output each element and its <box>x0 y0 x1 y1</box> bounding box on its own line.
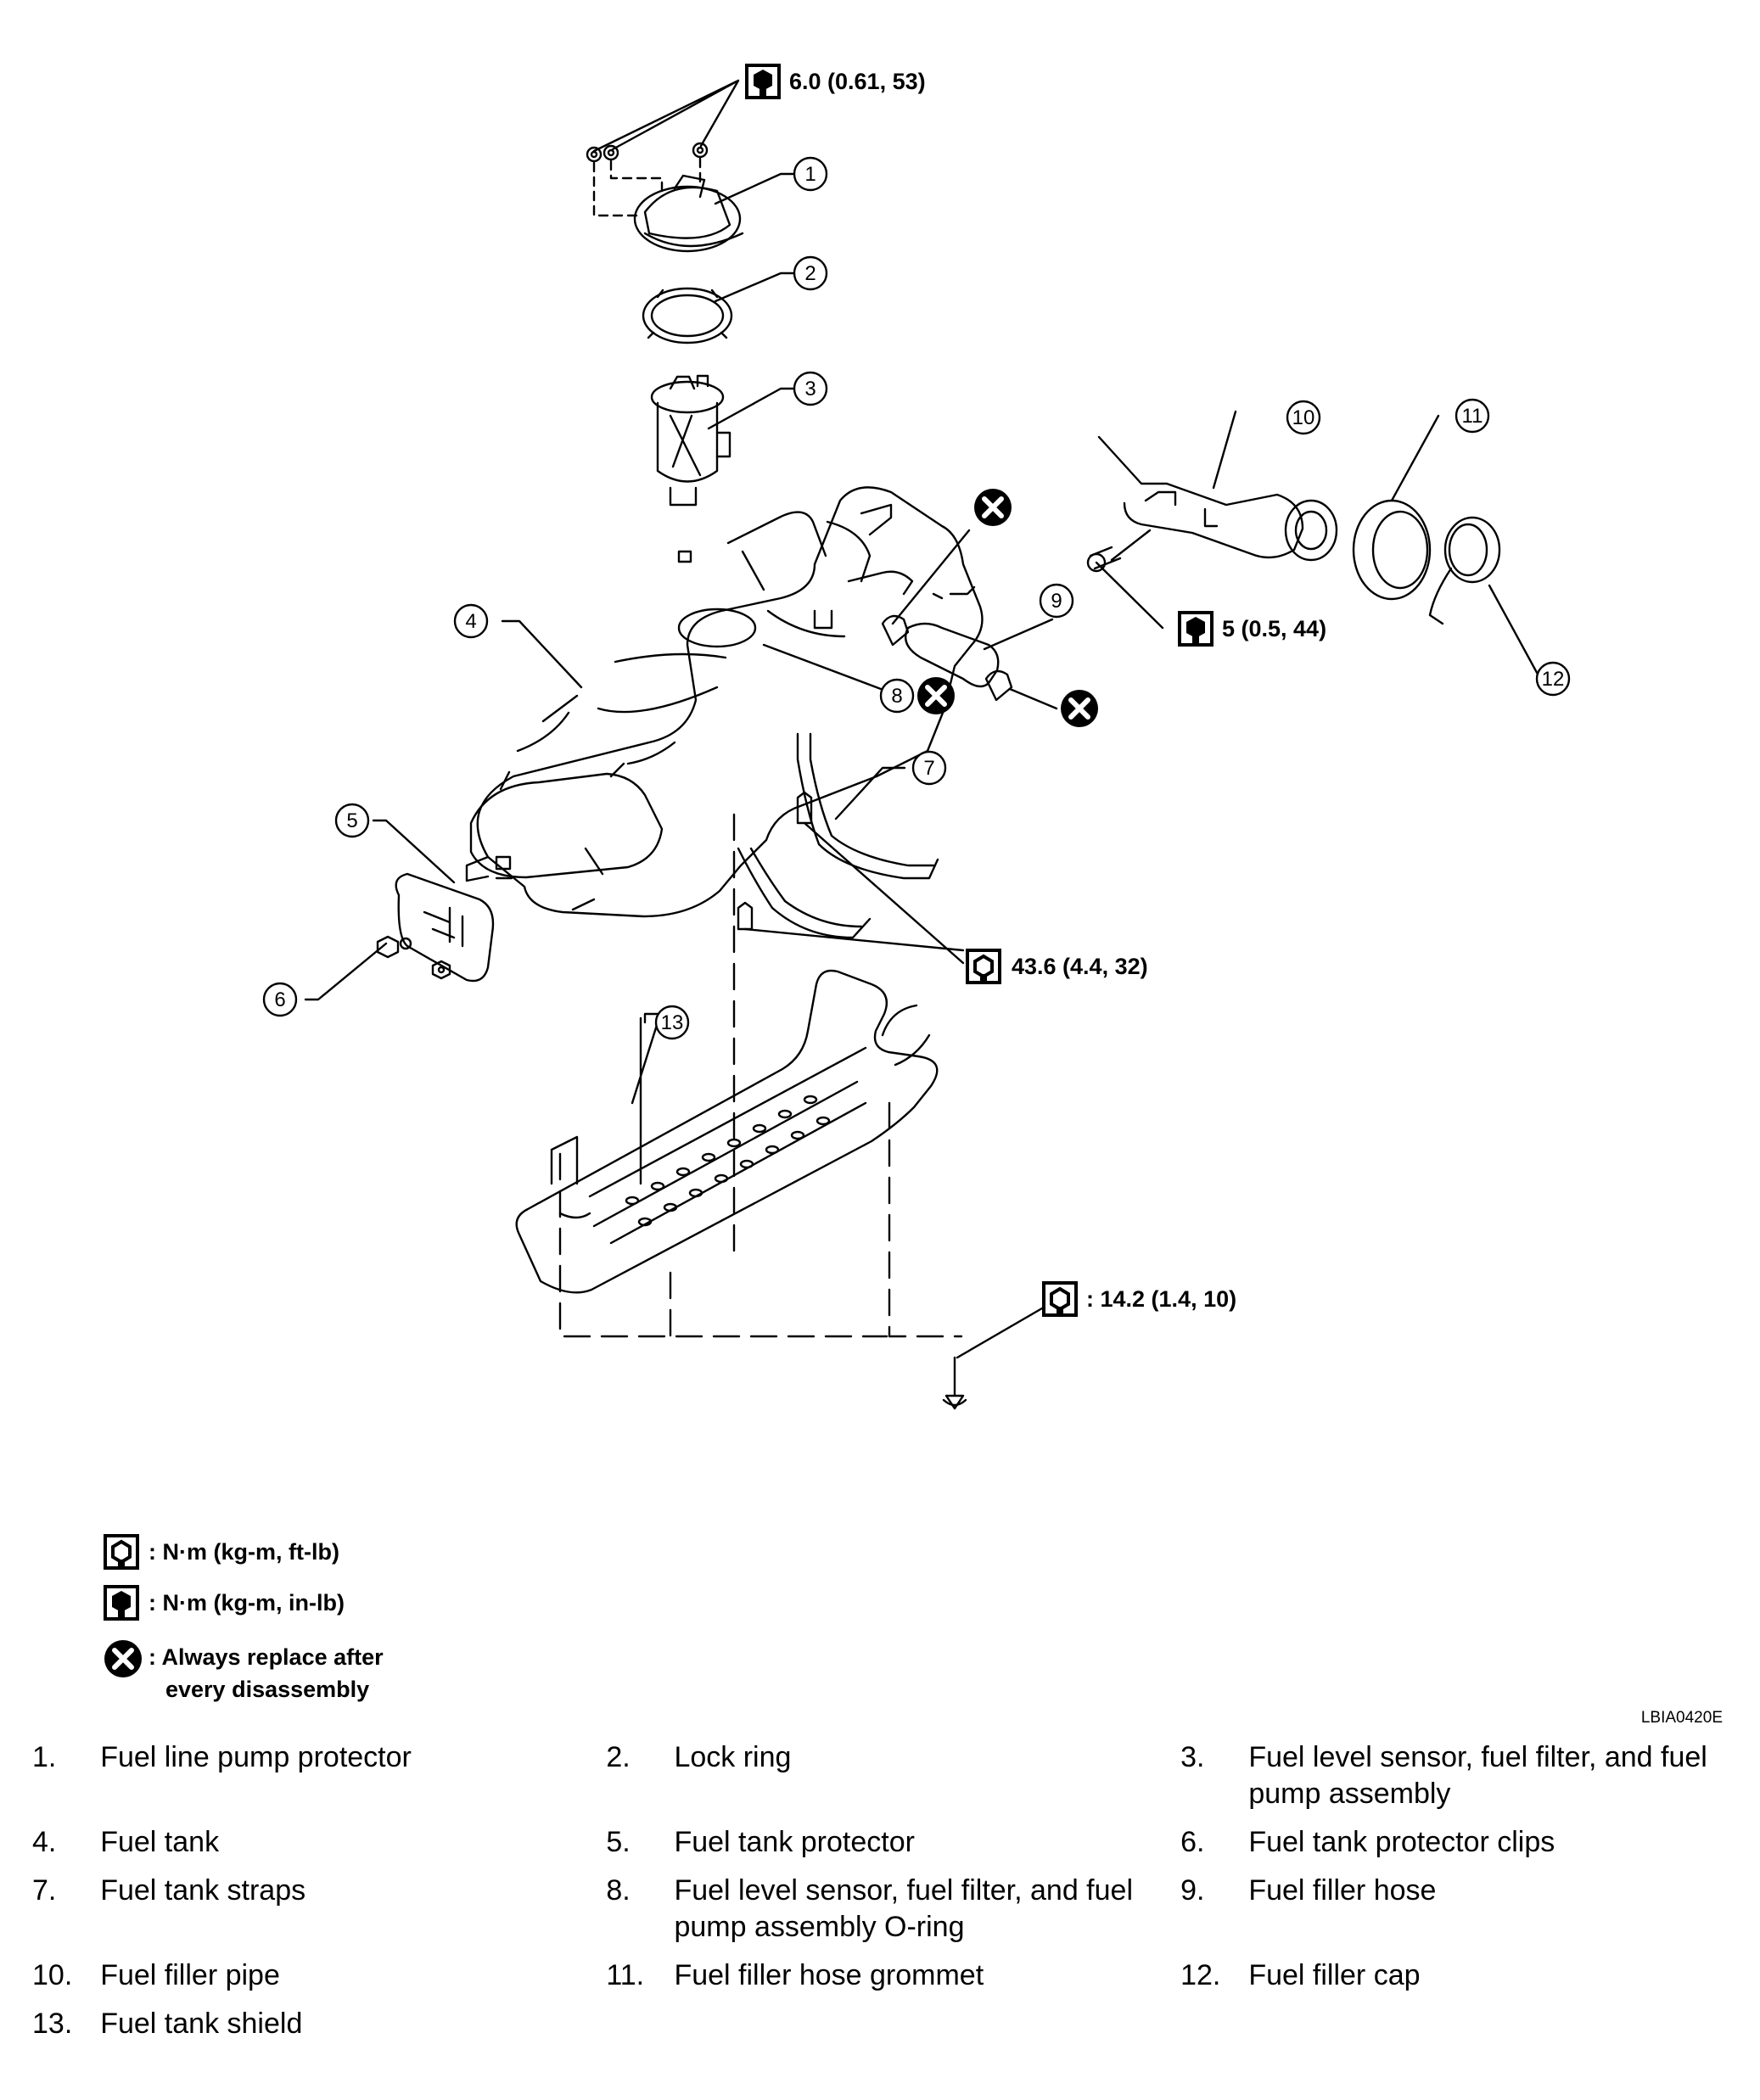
callout-4: 4 <box>453 603 489 639</box>
callout-7: 7 <box>911 750 947 786</box>
shield-bolt <box>942 1301 1054 1410</box>
part-name: Fuel tank protector clips <box>1248 1826 1555 1858</box>
svg-text:13: 13 <box>661 1011 684 1034</box>
torque-spec-shield: : 14.2 (1.4, 10) <box>1086 1286 1236 1312</box>
callout-12: 12 <box>1535 661 1571 697</box>
svg-text:10: 10 <box>1292 406 1315 429</box>
callout-13: 13 <box>654 1005 690 1040</box>
fuel-tank-straps <box>737 732 965 965</box>
fuel-filler-cap <box>1428 516 1542 680</box>
callout-9: 9 <box>1039 583 1074 619</box>
parts-row: 4. Fuel tank 5. Fuel tank protector 6. F… <box>25 1824 1748 1873</box>
legend-ft-lb: : N·m (kg-m, ft-lb) <box>149 1539 339 1565</box>
part-number: 13. <box>32 2008 73 2040</box>
legend-replace-line2: every disassembly <box>165 1677 369 1702</box>
callout-8: 8 <box>879 678 915 714</box>
svg-text:1: 1 <box>804 163 816 186</box>
part-name: Fuel filler cap <box>1248 1959 1421 1991</box>
callout-5: 5 <box>334 803 370 838</box>
part-name: Fuel tank straps <box>100 1874 306 1907</box>
svg-text:11: 11 <box>1462 405 1483 428</box>
torque-ft-lb-icon <box>1040 1280 1079 1319</box>
part-name: Fuel filler hose grommet <box>674 1959 984 1991</box>
svg-text:3: 3 <box>804 378 816 400</box>
part-name: Fuel tank <box>100 1826 220 1858</box>
fuel-pump-assembly <box>650 374 731 507</box>
part-number: 4. <box>32 1826 57 1858</box>
replace-icon <box>104 1640 142 1677</box>
lock-ring <box>642 287 733 344</box>
svg-text:5: 5 <box>346 809 357 832</box>
torque-ft-lb-icon <box>102 1532 141 1571</box>
replace-icon <box>974 489 1012 526</box>
part-number: 6. <box>1180 1826 1205 1858</box>
callout-2: 2 <box>793 255 828 291</box>
hose-clamps <box>881 529 1058 710</box>
torque-in-lb-icon <box>1178 611 1214 647</box>
callout-1: 1 <box>793 156 828 192</box>
svg-text:4: 4 <box>465 610 476 633</box>
part-number: 2. <box>606 1741 631 1773</box>
part-name: Fuel filler hose <box>1248 1874 1437 1907</box>
exploded-view-diagram: 1 2 3 4 5 6 7 8 9 10 11 12 13 6.0 (0.61,… <box>102 64 1723 1722</box>
callout-leaders <box>304 172 1067 1024</box>
fuel-filler-pipe <box>1086 410 1338 630</box>
svg-text:9: 9 <box>1051 590 1062 613</box>
svg-text:8: 8 <box>891 685 902 708</box>
part-number: 10. <box>32 1959 73 1991</box>
o-ring-leader <box>762 643 883 691</box>
part-number: 5. <box>606 1826 631 1858</box>
legend: : N·m (kg-m, ft-lb) : N·m (kg-m, in-lb) … <box>102 1532 384 1702</box>
torque-in-lb-icon <box>104 1585 139 1621</box>
parts-row: 10. Fuel filler pipe 11. Fuel filler hos… <box>25 1957 1748 2006</box>
callout-10: 10 <box>1286 400 1321 435</box>
replace-icon <box>917 677 955 714</box>
assembly-dash-lines <box>558 813 963 1338</box>
replace-icon <box>1061 690 1098 727</box>
part-number: 8. <box>606 1874 631 1907</box>
parts-row: 7. Fuel tank straps 8. Fuel level sensor… <box>25 1873 1748 1957</box>
torque-spec-filler-pipe: 5 (0.5, 44) <box>1222 616 1326 641</box>
part-name: Fuel line pump protector <box>100 1741 412 1773</box>
svg-text:7: 7 <box>923 757 934 780</box>
part-name: Fuel filler pipe <box>100 1959 280 1991</box>
part-name: Fuel level sensor, fuel filter, and fuel… <box>674 1874 1133 1943</box>
shield-holes <box>625 1095 831 1227</box>
fuel-filler-hose <box>904 618 1054 688</box>
protector-clips <box>376 935 451 980</box>
part-number: 12. <box>1180 1959 1221 1991</box>
part-number: 9. <box>1180 1874 1205 1907</box>
torque-spec-straps: 43.6 (4.4, 32) <box>1012 954 1148 979</box>
fuel-tank-protector <box>395 872 495 983</box>
figure-code: LBIA0420E <box>1641 1709 1723 1722</box>
parts-row: 1. Fuel line pump protector 2. Lock ring… <box>25 1739 1748 1824</box>
callout-3: 3 <box>793 371 828 406</box>
callout-11: 11 <box>1455 398 1490 434</box>
part-number: 11. <box>606 1959 645 1991</box>
torque-spec-protector: 6.0 (0.61, 53) <box>789 69 926 94</box>
part-name: Fuel tank shield <box>100 2008 303 2040</box>
part-name: Fuel tank protector <box>674 1826 915 1858</box>
callout-6: 6 <box>262 982 298 1017</box>
svg-text:6: 6 <box>274 988 285 1011</box>
part-number: 7. <box>32 1874 57 1907</box>
part-number: 3. <box>1180 1741 1205 1773</box>
fuel-tank <box>465 486 984 918</box>
part-number: 1. <box>32 1741 57 1773</box>
torque-in-lb-icon <box>745 64 781 99</box>
legend-replace-line1: : Always replace after <box>149 1644 384 1670</box>
part-name: Lock ring <box>674 1741 792 1773</box>
fuel-line-pump-protector <box>633 174 744 253</box>
svg-text:12: 12 <box>1542 668 1565 691</box>
legend-in-lb: : N·m (kg-m, in-lb) <box>149 1590 345 1616</box>
parts-row: 13. Fuel tank shield <box>25 2006 1748 2054</box>
svg-text:2: 2 <box>804 262 816 285</box>
torque-ft-lb-icon <box>964 947 1003 986</box>
fuel-filler-hose-grommet <box>1352 414 1440 601</box>
part-name: Fuel level sensor, fuel filter, and fuel… <box>1248 1741 1707 1810</box>
fuel-tank-shield <box>515 969 939 1294</box>
parts-list: 1. Fuel line pump protector 2. Lock ring… <box>25 1739 1748 2054</box>
protector-nuts <box>586 79 740 217</box>
